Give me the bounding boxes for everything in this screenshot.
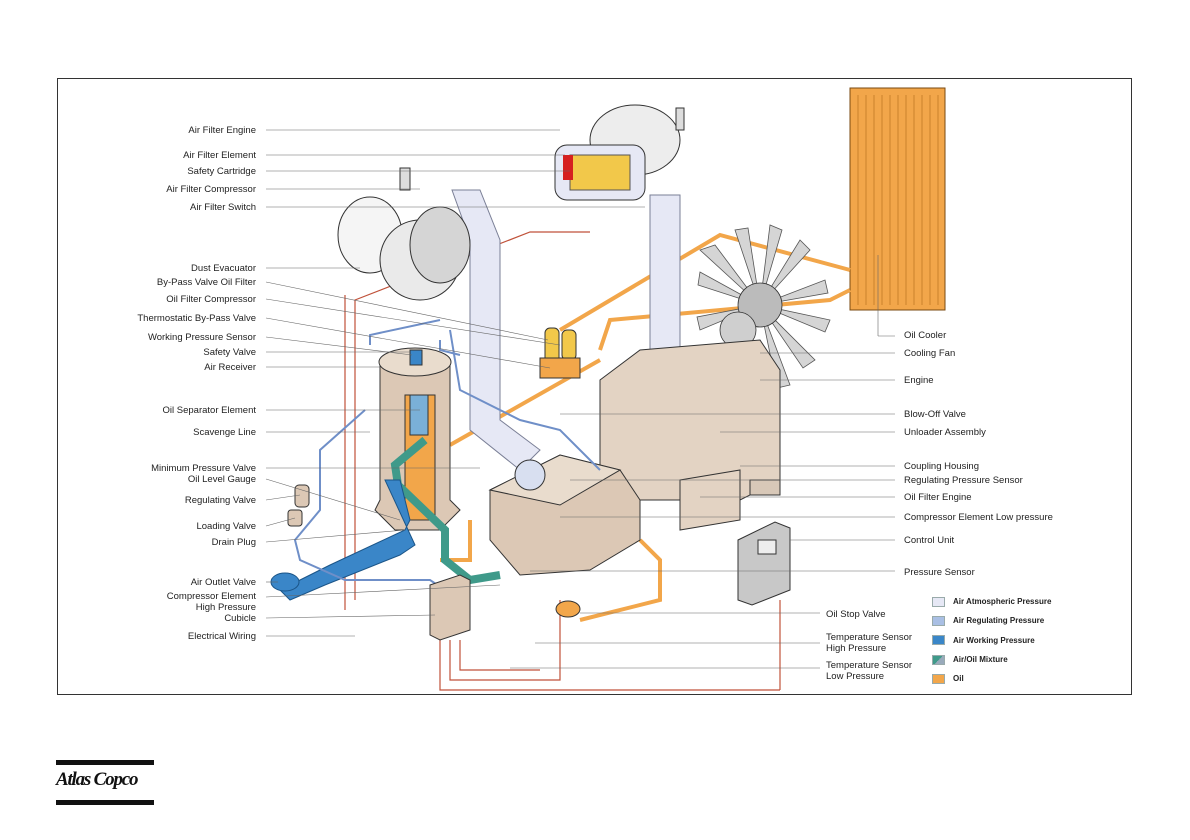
label-oil-separator-element: Oil Separator Element (162, 405, 256, 416)
oil-filter-compressor-graphic (539, 327, 581, 379)
label-drain-plug: Drain Plug (211, 537, 256, 548)
legend-swatch (932, 654, 945, 665)
label-safety-valve: Safety Valve (203, 347, 256, 358)
label-regulating-pressure-sensor: Regulating Pressure Sensor (904, 475, 1023, 486)
label-oil-stop-valve: Oil Stop Valve (826, 609, 886, 620)
label-regulating-valve: Regulating Valve (184, 495, 256, 506)
legend-swatch (932, 596, 945, 607)
compressor-air-filter-graphic (337, 167, 471, 301)
diagram-frame (57, 78, 1132, 695)
label-air-outlet-valve: Air Outlet Valve (190, 577, 256, 588)
label-air-filter-engine: Air Filter Engine (188, 125, 256, 136)
label-air-filter-switch: Air Filter Switch (190, 202, 256, 213)
legend-item-oil: Oil (932, 669, 1082, 688)
oil-stop-valve-graphic (555, 600, 581, 618)
label-temperature-sensor-high-pressure: Temperature Sensor High Pressure (826, 632, 913, 654)
atlas-copco-logo: Atlas Copco (56, 760, 154, 806)
label-blow-off-valve: Blow-Off Valve (904, 409, 966, 420)
label-safety-cartridge: Safety Cartridge (187, 166, 256, 177)
legend-label: Air Atmospheric Pressure (953, 597, 1052, 607)
label-loading-valve: Loading Valve (196, 521, 256, 532)
label-air-filter-compressor: Air Filter Compressor (166, 184, 256, 195)
logo-wordmark: Atlas Copco (56, 769, 138, 790)
legend-item-air-regulating-pressure: Air Regulating Pressure (932, 611, 1082, 630)
label-compressor-element-high-pressure: Compressor Element High Pressure (166, 591, 256, 613)
legend-swatch (932, 673, 945, 684)
compressor-element-graphic (488, 454, 641, 576)
label-thermostatic-by-pass-valve: Thermostatic By-Pass Valve (137, 313, 256, 324)
legend-label: Air Working Pressure (953, 635, 1035, 645)
label-electrical-wiring: Electrical Wiring (187, 631, 256, 642)
leader-lines (265, 129, 895, 669)
label-pressure-sensor: Pressure Sensor (904, 567, 975, 578)
label-unloader-assembly: Unloader Assembly (904, 427, 986, 438)
label-cubicle: Cubicle (224, 613, 256, 624)
control-unit-graphic (737, 521, 791, 606)
label-temperature-sensor-low-pressure: Temperature Sensor Low Pressure (826, 660, 913, 682)
legend-label: Oil (953, 674, 964, 684)
legend-item-air-working-pressure: Air Working Pressure (932, 631, 1082, 650)
engine-air-filter-graphic (554, 104, 685, 201)
label-air-receiver: Air Receiver (204, 362, 256, 373)
label-oil-level-gauge: Oil Level Gauge (187, 474, 256, 485)
label-control-unit: Control Unit (904, 535, 955, 546)
label-compressor-element-low-pressure: Compressor Element Low pressure (904, 512, 1053, 523)
label-minimum-pressure-valve: Minimum Pressure Valve (151, 463, 256, 474)
label-dust-evacuator: Dust Evacuator (191, 263, 256, 274)
regulating-pressure-lines (293, 319, 601, 591)
label-oil-cooler: Oil Cooler (904, 330, 947, 341)
label-working-pressure-sensor: Working Pressure Sensor (147, 332, 256, 343)
logo-bar-bottom (56, 800, 154, 805)
label-by-pass-valve-oil-filter: By-Pass Valve Oil Filter (156, 277, 256, 288)
legend-label: Air Regulating Pressure (953, 616, 1045, 626)
label-oil-filter-engine: Oil Filter Engine (904, 492, 972, 503)
cooling-fan-graphic (696, 224, 831, 389)
label-engine: Engine (904, 375, 934, 386)
legend-swatch (932, 635, 945, 646)
oil-cooler-graphic (849, 87, 946, 311)
legend: Air Atmospheric Pressure Air Regulating … (932, 592, 1082, 688)
working-pressure-lines (270, 479, 416, 601)
legend-item-air-oil-mixture: Air/Oil Mixture (932, 650, 1082, 669)
label-oil-filter-compressor: Oil Filter Compressor (166, 294, 256, 305)
legend-item-air-atmospheric-pressure: Air Atmospheric Pressure (932, 592, 1082, 611)
label-scavenge-line: Scavenge Line (193, 427, 256, 438)
legend-swatch (932, 615, 945, 626)
cubicle-graphic (429, 574, 471, 641)
legend-label: Air/Oil Mixture (953, 655, 1008, 665)
label-coupling-housing: Coupling Housing (904, 461, 979, 472)
label-cooling-fan: Cooling Fan (904, 348, 956, 359)
logo-bar-top (56, 760, 154, 765)
label-air-filter-element: Air Filter Element (183, 150, 256, 161)
